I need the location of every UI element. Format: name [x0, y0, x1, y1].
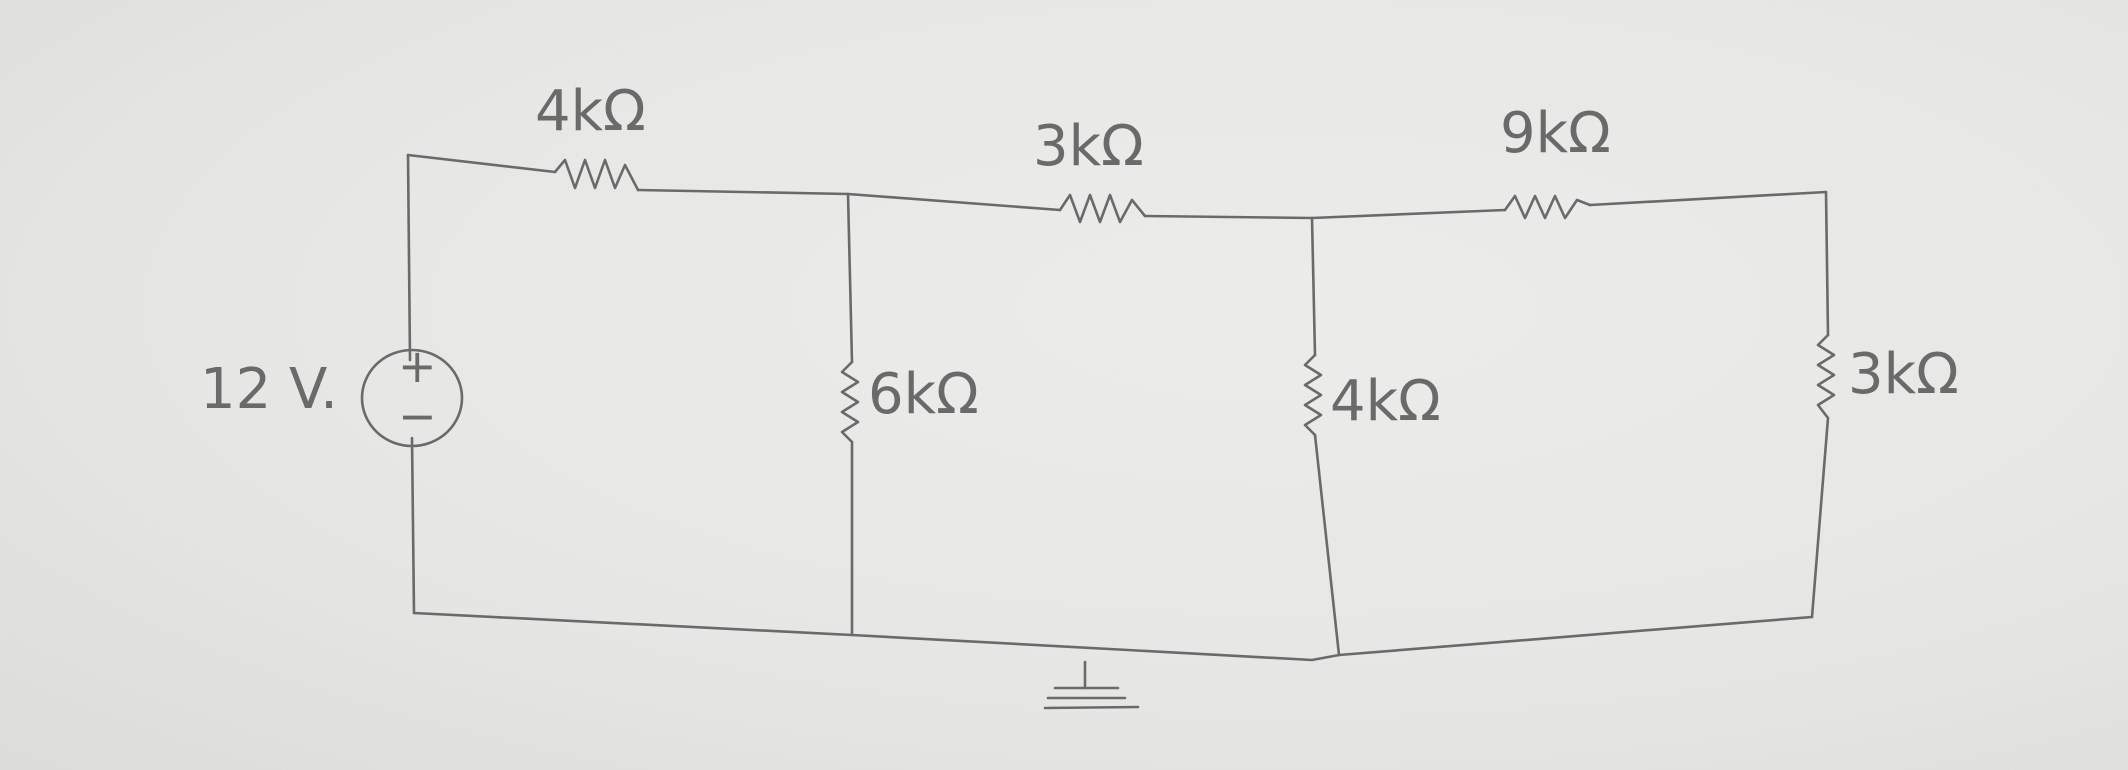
voltage-source-icon: + −: [360, 339, 464, 448]
wire-source-top: [406, 153, 412, 362]
wire-top-nodeA-r3: [846, 192, 1062, 212]
resistor-r4-label: 4kΩ: [1330, 369, 1441, 434]
wire-bottom-right: [1337, 615, 1814, 657]
resistor-r6-label: 3kΩ: [1848, 342, 1959, 407]
wire-source-bottom: [410, 436, 416, 615]
voltage-source-circle: [360, 348, 464, 448]
wire-nodeB-down: [1310, 216, 1317, 357]
source-plus-sign: +: [398, 339, 437, 393]
resistor-r1: [553, 158, 640, 192]
resistor-r6: [1816, 333, 1836, 420]
resistor-r5-label: 9kΩ: [1500, 101, 1611, 166]
source-voltage-label: 12 V.: [200, 357, 338, 422]
wire-top-r3-nodeB: [1143, 214, 1314, 220]
wire-bottom-middle: [850, 633, 1341, 662]
wire-bottom-left: [412, 611, 854, 637]
resistor-r2-label: 6kΩ: [868, 362, 979, 427]
wire-top-r5-right: [1588, 190, 1828, 207]
wire-right-bottom: [1810, 416, 1830, 619]
wire-top-nodeB-r5: [1310, 208, 1507, 220]
wire-nodeB-bottom: [1313, 433, 1341, 657]
wire-top-left: [406, 153, 557, 174]
resistor-r4: [1303, 353, 1323, 437]
wire-right-down: [1824, 190, 1830, 337]
resistor-r3: [1058, 193, 1147, 224]
resistor-r2: [840, 360, 860, 444]
wire-top-r1-nodeA: [636, 188, 850, 196]
source-minus-sign: −: [398, 389, 437, 443]
wire-nodeA-down: [846, 192, 854, 364]
resistor-r1-label: 4kΩ: [535, 79, 646, 144]
resistor-r5: [1503, 194, 1592, 220]
ground-line-3: [1043, 705, 1140, 710]
ground-icon: [1043, 660, 1140, 710]
resistor-r3-label: 3kΩ: [1033, 114, 1144, 179]
